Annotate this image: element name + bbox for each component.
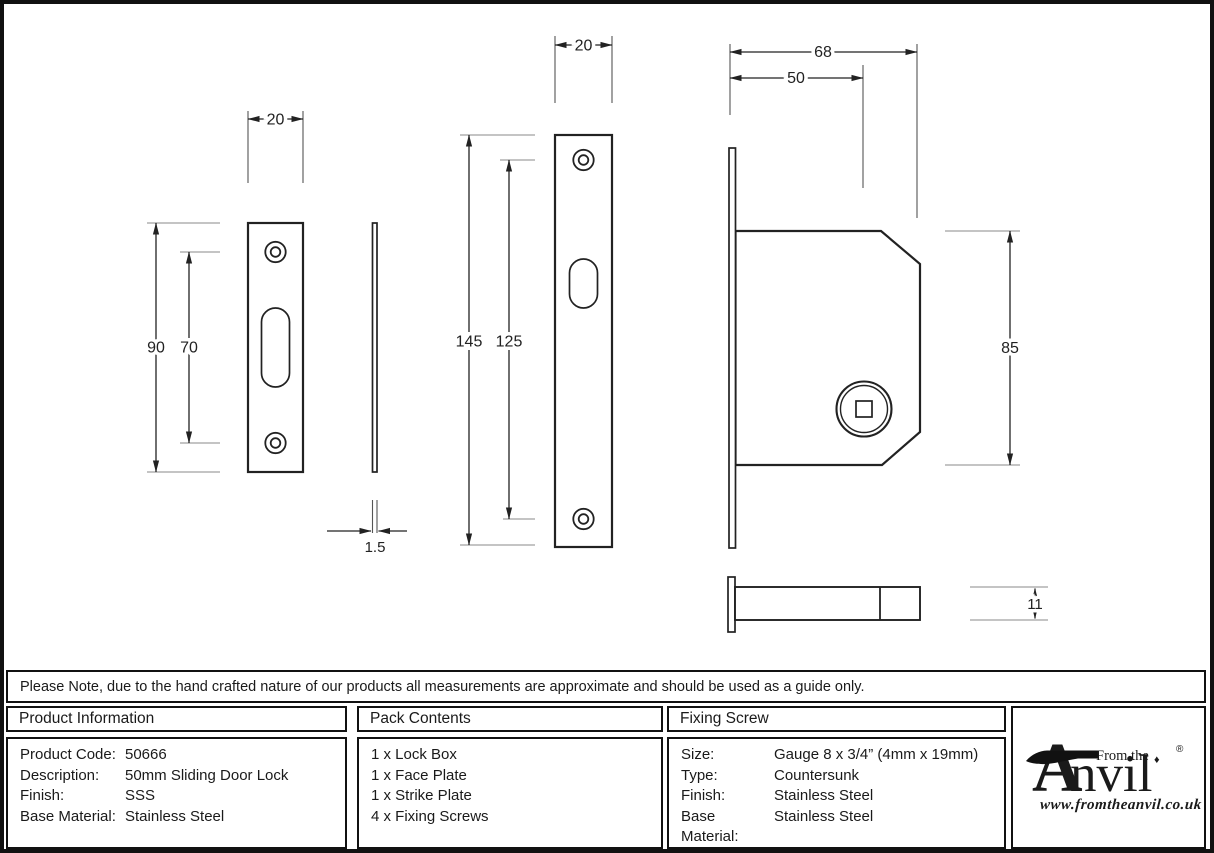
row-label: Type: bbox=[681, 766, 718, 784]
dim-label-lock-thickness: 11 bbox=[1027, 596, 1043, 613]
fixing-screw-body: Size: Gauge 8 x 3/4” (4mm x 19mm) Type: … bbox=[667, 737, 1006, 849]
dim-label-face-height: 145 bbox=[456, 334, 483, 351]
header-product-information: Product Information bbox=[6, 706, 347, 732]
anvil-icon bbox=[1026, 750, 1098, 765]
list-item: 1 x Strike Plate bbox=[371, 787, 472, 804]
logo-url: www.fromtheanvil.co.uk bbox=[1039, 797, 1203, 813]
face-plate-edge bbox=[728, 147, 737, 549]
bolt-slot bbox=[260, 307, 291, 388]
lock-case-side bbox=[734, 586, 921, 621]
table-row: Finish: Stainless Steel bbox=[681, 786, 1004, 807]
row-label: Base Material: bbox=[681, 807, 739, 846]
face-plate-flange bbox=[727, 576, 736, 633]
strike-plate-edge-view bbox=[371, 222, 378, 473]
header-fixing-screw: Fixing Screw bbox=[667, 706, 1006, 732]
table-row: Description: 50mm Sliding Door Lock bbox=[20, 766, 345, 787]
row-value: 50666 bbox=[125, 746, 167, 763]
list-item: 4 x Fixing Screws bbox=[371, 807, 489, 825]
dim-label-strike-hole-spacing: 70 bbox=[180, 340, 198, 357]
table-row: Size: Gauge 8 x 3/4” (4mm x 19mm) bbox=[681, 745, 1004, 766]
list-item: 1 x Face Plate bbox=[371, 766, 467, 784]
logo-nvil: nvil bbox=[1070, 745, 1153, 803]
screw-hole-inner bbox=[577, 154, 590, 166]
logo-from-the: From the bbox=[1096, 748, 1149, 764]
row-value: Stainless Steel bbox=[774, 787, 874, 804]
diamond-icon: ♦ bbox=[1154, 754, 1160, 766]
dim-label-face-width: 20 bbox=[575, 38, 593, 55]
row-label: Base Material: bbox=[20, 807, 116, 825]
logo-letter-a: A bbox=[1032, 730, 1083, 807]
row-label: Finish: bbox=[681, 787, 726, 804]
ext-line bbox=[460, 134, 535, 546]
row-value: Gauge 8 x 3/4” (4mm x 19mm) bbox=[774, 746, 979, 763]
dim-label-strike-width: 20 bbox=[267, 112, 285, 129]
spindle-square-hole bbox=[855, 400, 873, 418]
row-label: Size: bbox=[681, 746, 715, 763]
ext-line bbox=[970, 586, 1048, 621]
row-value: Countersunk bbox=[774, 766, 860, 784]
screw-hole-inner bbox=[577, 513, 590, 525]
table-row: Base Material: Stainless Steel bbox=[681, 807, 1004, 848]
row-label: Description: bbox=[20, 766, 100, 784]
table-row: Finish: SSS bbox=[20, 786, 345, 807]
header-pack-contents: Pack Contents bbox=[357, 706, 663, 732]
dim-label-lock-height: 85 bbox=[1001, 340, 1019, 357]
dim-label-lock-backset: 50 bbox=[787, 70, 805, 87]
bolt-slot bbox=[568, 258, 599, 309]
screw-hole-inner bbox=[269, 437, 282, 449]
lock-box-body bbox=[734, 229, 922, 467]
row-value: Stainless Steel bbox=[774, 807, 874, 825]
section-title: Pack Contents bbox=[370, 710, 471, 727]
note-text: Please Note, due to the hand crafted nat… bbox=[20, 678, 865, 695]
table-row: Type: Countersunk bbox=[681, 766, 1004, 787]
strike-plate-view: 20 90 70 1.5 bbox=[144, 108, 407, 560]
registered-mark: ® bbox=[1176, 744, 1184, 755]
table-row: Base Material: Stainless Steel bbox=[20, 807, 345, 828]
dim-label-face-hole-spacing: 125 bbox=[496, 334, 523, 351]
face-plate bbox=[553, 133, 614, 549]
ext-line bbox=[729, 44, 918, 218]
row-label: Product Code: bbox=[20, 746, 116, 763]
lock-box-view: 68 50 85 bbox=[728, 41, 1023, 549]
ext-line bbox=[247, 111, 304, 183]
dim-label-strike-thickness: 1.5 bbox=[365, 539, 386, 556]
technical-drawing: 20 90 70 1.5 20 145 125 68 50 bbox=[144, 34, 1048, 633]
section-title: Product Information bbox=[19, 710, 155, 727]
table-row: Product Code: 50666 bbox=[20, 745, 345, 766]
ext-line bbox=[371, 500, 378, 533]
section-title: Fixing Screw bbox=[680, 710, 769, 727]
ext-line bbox=[147, 222, 220, 473]
pack-contents-body: 1 x Lock Box 1 x Face Plate 1 x Strike P… bbox=[357, 737, 663, 849]
face-plate-view: 20 145 125 bbox=[452, 34, 614, 549]
dim-label-strike-height: 90 bbox=[147, 340, 165, 357]
row-value: 50mm Sliding Door Lock bbox=[125, 766, 289, 784]
row-value: SSS bbox=[125, 787, 156, 804]
row-label: Finish: bbox=[20, 787, 65, 804]
anvil-logo: A From the ♦ ® nvil www.fromtheanvil.co.… bbox=[1013, 708, 1204, 847]
screw-hole-inner bbox=[269, 246, 282, 258]
product-information-body: Product Code: 50666 Description: 50mm Sl… bbox=[6, 737, 347, 849]
brand-logo-box: A From the ♦ ® nvil www.fromtheanvil.co.… bbox=[1011, 706, 1206, 849]
note-bar: Please Note, due to the hand crafted nat… bbox=[6, 670, 1206, 703]
dim-label-lock-width: 68 bbox=[814, 44, 832, 61]
lock-edge-view: 11 bbox=[727, 576, 1048, 633]
row-value: Stainless Steel bbox=[125, 807, 225, 825]
list-item: 1 x Lock Box bbox=[371, 746, 457, 763]
